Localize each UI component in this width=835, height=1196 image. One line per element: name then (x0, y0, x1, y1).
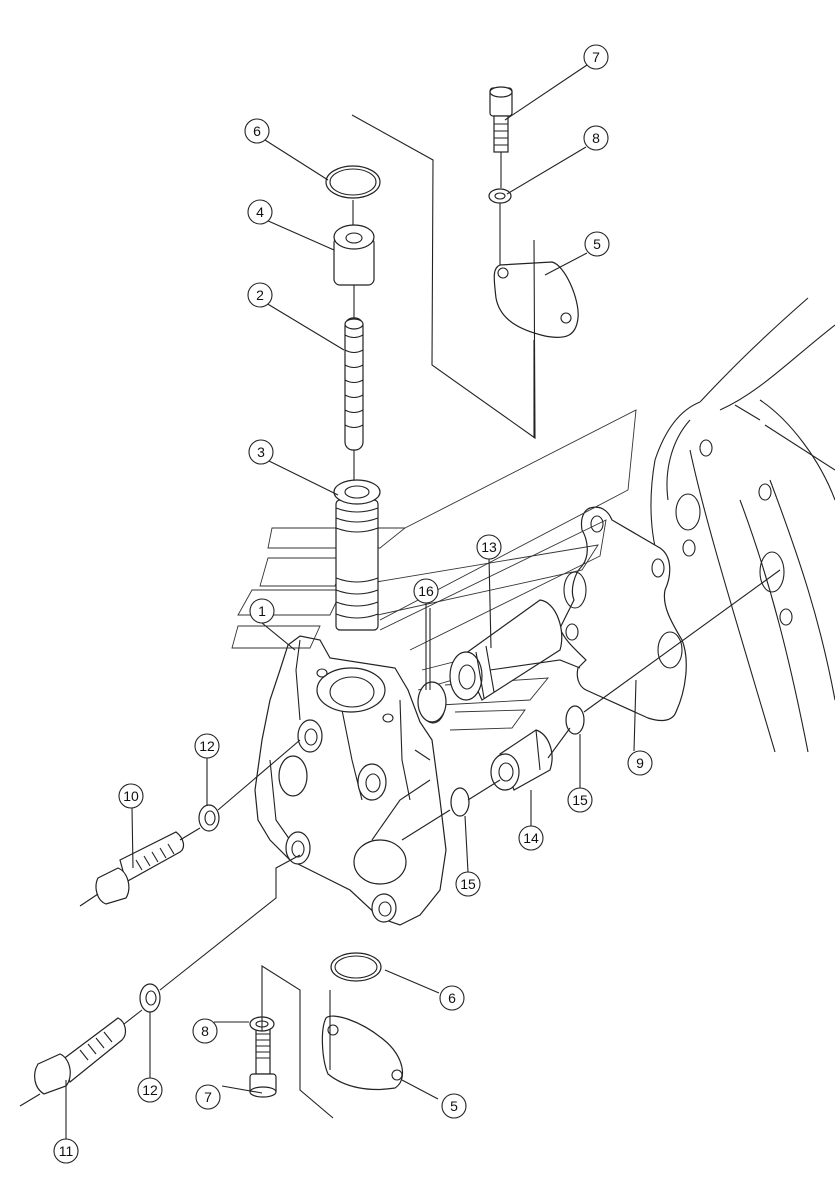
callout-6-top-label: 6 (253, 123, 261, 139)
bolt-10 (95, 831, 185, 905)
callout-7-bottom-label: 7 (204, 1089, 212, 1105)
spring (344, 317, 364, 451)
callout-16-label: 16 (418, 583, 434, 599)
callout-15-right-label: 15 (572, 792, 588, 808)
bolt-11 (34, 1017, 127, 1095)
bolt-top (489, 86, 513, 153)
axis-lines (19, 114, 781, 1119)
callout-6-bottom-label: 6 (448, 990, 456, 1006)
lock-washer-lower-hole (145, 990, 157, 1006)
callout-12-upper: 12 (194, 733, 220, 759)
sleeve-13 (449, 599, 563, 701)
callout-10: 10 (118, 783, 144, 809)
lock-washer-upper (198, 804, 220, 832)
o-ring-15-left (450, 787, 470, 817)
washer-top-hole (494, 192, 506, 200)
callout-13-label: 13 (481, 539, 497, 555)
callout-16: 16 (413, 578, 439, 604)
callout-11-label: 11 (59, 1143, 74, 1159)
callout-5-top-label: 5 (593, 236, 601, 252)
callout-5-bottom: 5 (441, 1093, 467, 1119)
callout-3: 3 (248, 439, 274, 465)
callout-4: 4 (247, 199, 273, 225)
washer-top (488, 188, 512, 204)
piston (333, 479, 381, 631)
transmission-housing (650, 297, 835, 753)
callout-10-label: 10 (123, 788, 139, 804)
callout-1: 1 (249, 598, 275, 624)
callout-7-top-label: 7 (592, 49, 600, 65)
cover-top (493, 261, 579, 339)
leader-lines (65, 64, 637, 1140)
callout-15-right: 15 (567, 787, 593, 813)
callout-3-label: 3 (257, 444, 265, 460)
callout-8-bottom-label: 8 (201, 1023, 209, 1039)
o-ring-bottom-inner (334, 955, 378, 979)
callout-14-label: 14 (523, 830, 539, 846)
valve-body (254, 635, 447, 926)
ring-16 (417, 681, 447, 723)
cover-bottom (321, 1015, 403, 1091)
callout-8-top-label: 8 (592, 130, 600, 146)
callout-7-bottom: 7 (195, 1084, 221, 1110)
gasket (559, 506, 687, 722)
o-ring-bottom (330, 952, 382, 982)
callout-12-lower: 12 (137, 1077, 163, 1103)
callout-15-left-label: 15 (460, 876, 476, 892)
callout-2: 2 (247, 282, 273, 308)
o-ring-top-inner (329, 168, 377, 196)
callout-1-label: 1 (258, 603, 266, 619)
callout-8-top: 8 (583, 125, 609, 151)
bolt-bottom (249, 1027, 277, 1098)
sleeve-14 (490, 729, 553, 791)
o-ring-top (325, 165, 381, 199)
lock-washer-upper-hole (204, 810, 216, 826)
callout-13: 13 (476, 534, 502, 560)
callout-12-lower-label: 12 (142, 1082, 158, 1098)
callout-5-top: 5 (584, 231, 610, 257)
callout-12-upper-label: 12 (199, 738, 215, 754)
lock-washer-lower (139, 983, 161, 1013)
callout-4-label: 4 (256, 204, 264, 220)
callout-9-label: 9 (636, 755, 644, 771)
callout-11: 11 (53, 1138, 79, 1164)
callout-6-top: 6 (244, 118, 270, 144)
o-ring-15-right (565, 705, 585, 735)
callout-15-left: 15 (455, 871, 481, 897)
spacer (333, 224, 375, 286)
callout-2-label: 2 (256, 287, 264, 303)
callout-7-top: 7 (583, 44, 609, 70)
callout-5-bottom-label: 5 (450, 1098, 458, 1114)
callout-8-bottom: 8 (192, 1018, 218, 1044)
callout-14: 14 (518, 825, 544, 851)
callout-6-bottom: 6 (439, 985, 465, 1011)
callout-9: 9 (627, 750, 653, 776)
